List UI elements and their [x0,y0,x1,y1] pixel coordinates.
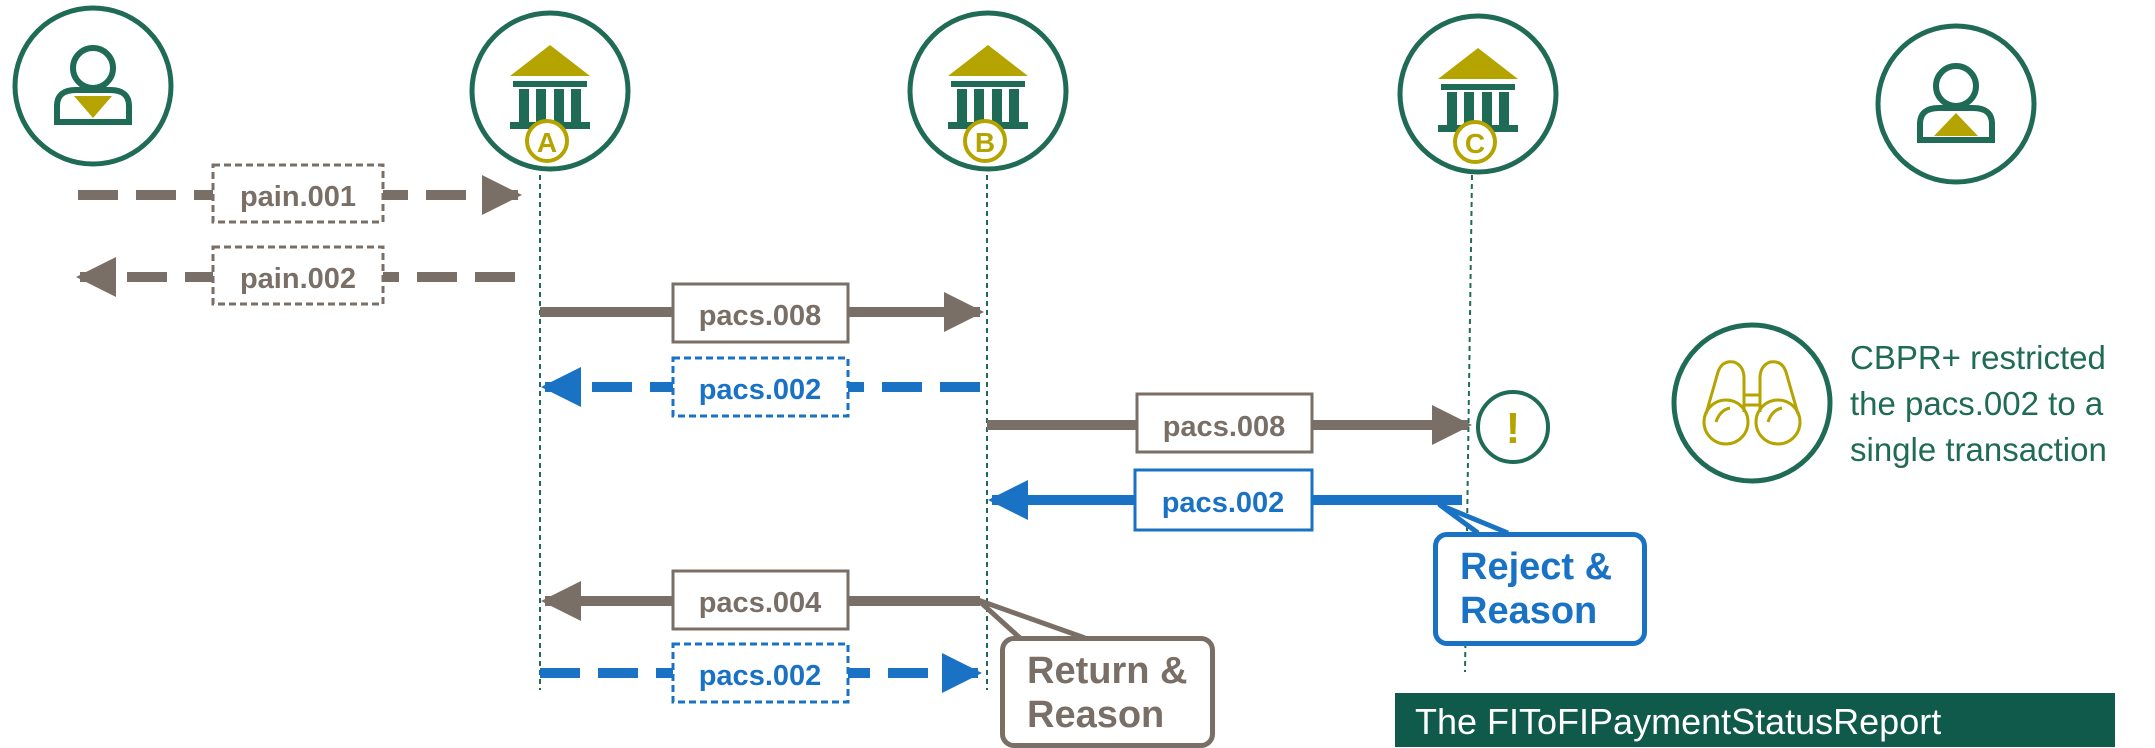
return-callout-tail [975,597,1086,641]
reject-callout-line2: Reason [1460,590,1598,632]
binoculars-badge [1671,322,1833,484]
message-pain001: pain.001 [78,163,522,224]
pain001-label: pain.001 [240,181,356,213]
reject-callout-line1: Reject & [1460,546,1613,588]
bank-b-letter: B [975,127,995,158]
pain002-label: pain.002 [240,263,356,295]
note-line2: the pacs.002 to a [1850,385,2104,422]
bank-a-actor: A [469,10,631,172]
message-pacs002-b-to-a: pacs.002 [541,356,980,418]
debtor-person-icon [54,45,132,125]
cbpr-restriction-note: CBPR+ restricted the pacs.002 to a singl… [1850,335,2155,473]
bank-icon [948,45,1028,129]
message-pacs008-a-to-b: pacs.008 [540,282,984,344]
return-callout-line2: Reason [1027,694,1165,736]
reject-callout-tail [1437,502,1509,536]
message-pacs008-b-to-c: pacs.008 [987,392,1472,454]
bank-b-actor: B [907,10,1069,172]
pacs002-cb-label: pacs.002 [1162,487,1285,519]
message-pacs004-b-to-a: pacs.004 [541,569,980,631]
message-pacs002-c-to-b: pacs.002 [988,468,1462,532]
note-line1: CBPR+ restricted [1850,339,2106,376]
status-report-banner: The FIToFIPaymentStatusReport [1395,693,2115,747]
message-pain002: pain.002 [76,245,515,306]
debtor-actor [12,5,174,167]
bank-c-letter: C [1465,128,1485,159]
return-callout-line1: Return & [1027,650,1188,692]
binoculars-icon [1702,360,1802,446]
reject-reason-callout: Reject & Reason [1433,532,1647,646]
note-line3: single transaction [1850,431,2107,468]
bank-c-actor: C [1397,13,1559,175]
pacs002-ba-label: pacs.002 [699,374,822,406]
alert-icon: ! [1476,390,1550,464]
pacs008-ab-label: pacs.008 [699,300,822,332]
pacs004-ba-label: pacs.004 [699,587,822,619]
bank-icon [510,45,590,129]
bank-a-letter: A [537,127,557,158]
pacs002-ab-label: pacs.002 [699,660,822,692]
pacs008-bc-label: pacs.008 [1163,411,1286,443]
alert-symbol: ! [1506,404,1521,453]
return-reason-callout: Return & Reason [1000,636,1215,748]
message-pacs002-a-to-b: pacs.002 [540,642,982,704]
creditor-actor [1875,23,2037,185]
creditor-person-icon [1917,63,1995,143]
bank-icon [1438,48,1518,132]
